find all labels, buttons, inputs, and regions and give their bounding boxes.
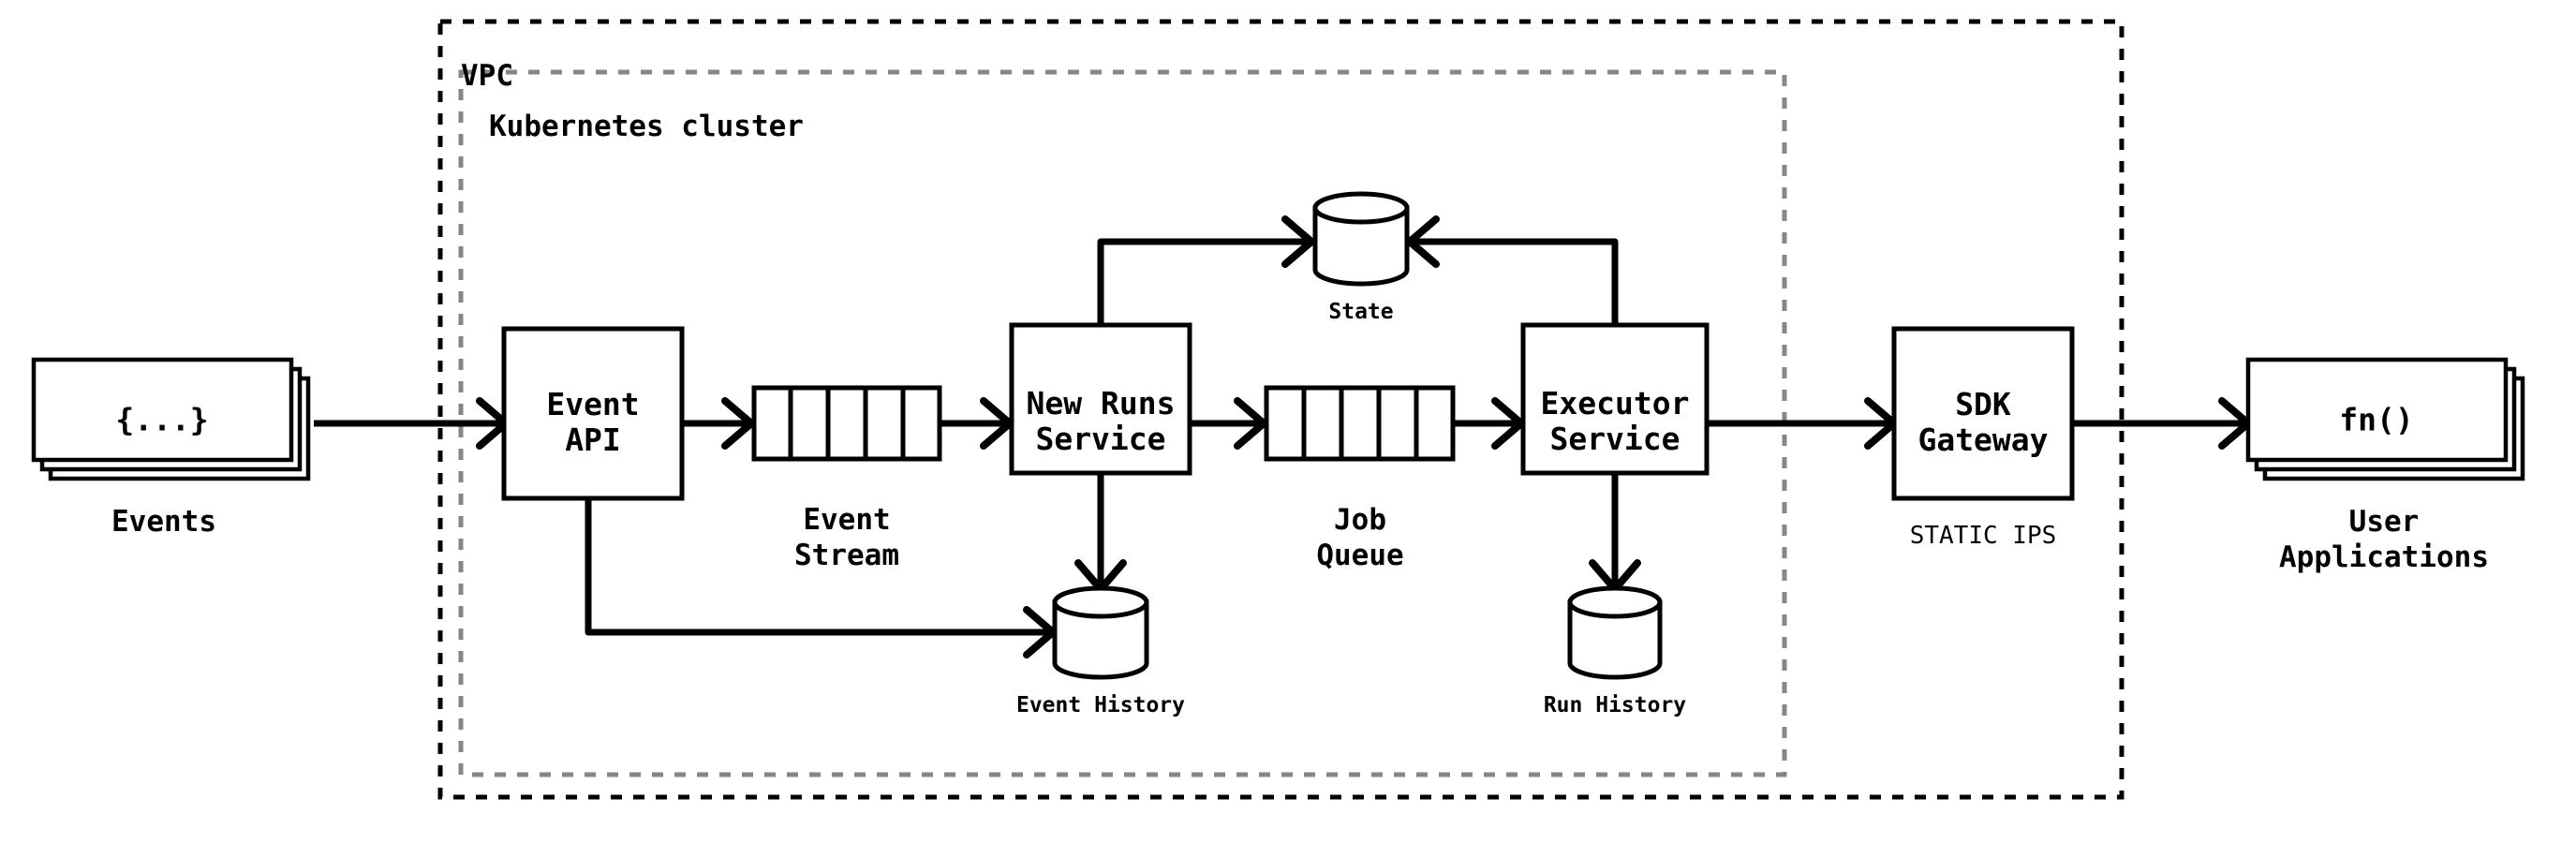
edge-events-to-event-api	[314, 397, 512, 450]
node-user-applications[interactable]: fn()	[2245, 357, 2525, 481]
node-state-caption: State	[1328, 300, 1393, 324]
node-user-applications-label: fn()	[2339, 402, 2413, 438]
node-event-stream-caption-line1: Event	[803, 503, 890, 537]
edge-job-queue-to-executor-service	[1453, 397, 1528, 450]
node-job-queue-caption-line1: Job	[1334, 503, 1386, 537]
node-user-applications-caption-line2: Applications	[2279, 540, 2489, 574]
node-events[interactable]: {...}	[31, 357, 311, 481]
edge-new-runs-service-to-state	[1097, 215, 1318, 329]
edge-event-api-to-event-stream	[681, 397, 758, 450]
node-new-runs-service-label-line1: New Runs	[1027, 385, 1176, 422]
node-job-queue[interactable]	[1264, 385, 1456, 462]
node-run-history[interactable]	[1567, 585, 1663, 680]
node-user-applications-caption-line1: User	[2349, 505, 2420, 539]
boundary-vpc	[437, 19, 2124, 800]
edge-executor-service-to-state	[1403, 215, 1619, 329]
node-job-queue-caption-line2: Queue	[1316, 539, 1403, 572]
node-new-runs-service[interactable]: New Runs Service	[1009, 322, 1192, 476]
node-event-api-label-line1: Event	[546, 386, 639, 422]
edge-executor-service-to-run-history	[1589, 473, 1641, 596]
node-event-api[interactable]: Event API	[501, 326, 685, 501]
node-run-history-caption: Run History	[1544, 693, 1686, 717]
node-event-history-caption: Event History	[1016, 693, 1185, 717]
edge-event-stream-to-new-runs-service	[940, 397, 1016, 450]
edge-new-runs-service-to-event-history	[1074, 473, 1127, 596]
boundary-kubernetes-cluster-label: Kubernetes cluster	[489, 110, 804, 143]
node-event-history[interactable]	[1052, 585, 1149, 680]
boundary-vpc-label: VPC	[461, 59, 513, 93]
node-event-stream[interactable]	[751, 385, 942, 462]
node-executor-service[interactable]: Executor Service	[1520, 322, 1710, 476]
node-state[interactable]	[1312, 191, 1410, 287]
node-executor-service-label-line2: Service	[1549, 421, 1680, 457]
node-executor-service-label-line1: Executor	[1541, 385, 1690, 422]
node-events-caption: Events	[111, 505, 216, 539]
edge-new-runs-service-to-job-queue	[1190, 397, 1270, 450]
node-new-runs-service-label-line2: Service	[1035, 421, 1165, 457]
node-sdk-gateway[interactable]: SDK Gateway	[1891, 326, 2075, 501]
node-sdk-gateway-label-line1: SDK	[1955, 386, 2011, 422]
node-sdk-gateway-caption: STATIC IPS	[1910, 522, 2057, 550]
node-events-label: {...}	[115, 402, 208, 438]
node-event-stream-caption-line2: Stream	[794, 539, 899, 572]
edge-executor-service-to-sdk-gateway	[1707, 397, 1901, 450]
edge-sdk-gateway-to-user-applications	[2072, 397, 2255, 450]
node-sdk-gateway-label-line2: Gateway	[1917, 422, 2048, 458]
node-event-api-label-line2: API	[565, 422, 621, 458]
